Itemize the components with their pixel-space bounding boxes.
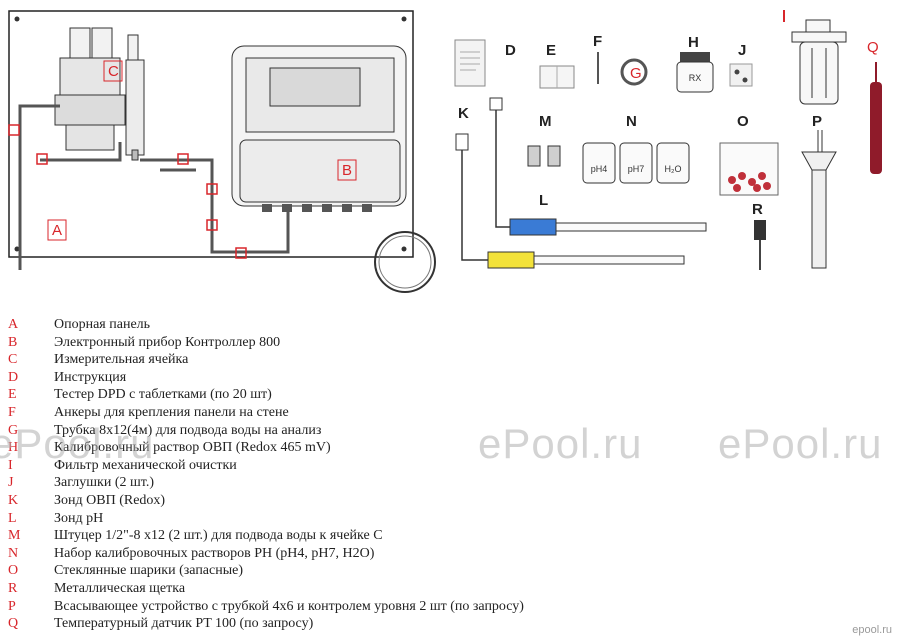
- metal-brush: [754, 220, 766, 270]
- legend-text: Металлическая щетка: [54, 580, 186, 596]
- legend-item: M Штуцер 1/2"-8 х12 (2 шт.) для подвода в…: [8, 527, 608, 545]
- fittings: [527, 145, 561, 167]
- legend-key: P: [8, 598, 16, 614]
- label-D: D: [505, 42, 516, 59]
- legend-text: Штуцер 1/2"-8 х12 (2 шт.) для подвода во…: [54, 528, 383, 544]
- label-C: C: [108, 63, 119, 80]
- svg-text:pH7: pH7: [628, 164, 645, 174]
- label-M: M: [539, 113, 552, 130]
- legend-text: Опорная панель: [54, 317, 151, 332]
- label-E: E: [546, 42, 556, 59]
- svg-text:H₂O: H₂O: [665, 164, 682, 174]
- legend-text: Инструкция: [54, 369, 127, 385]
- legend-key: R: [8, 580, 18, 596]
- legend-item: K Зонд ОВП (Redox): [8, 492, 608, 510]
- legend-item: I Фильтр механической очистки: [8, 457, 608, 475]
- suction-device: [801, 130, 837, 269]
- mechanical-filter: [791, 19, 847, 105]
- watermark: ePool.ru: [718, 420, 883, 467]
- legend-key: A: [8, 317, 19, 332]
- label-N: N: [626, 113, 637, 130]
- legend-text: Тестер DPD с таблетками (по 20 шт): [54, 387, 272, 403]
- legend-item: J Заглушки (2 шт.): [8, 474, 608, 492]
- legend-item: H Калибровочный раствор ОВП (Redox 465 mV…: [8, 439, 608, 457]
- legend-key: N: [8, 545, 19, 561]
- legend-key: D: [8, 369, 19, 385]
- label-L: L: [539, 192, 548, 209]
- legend-key: O: [8, 563, 19, 579]
- svg-text:pH4: pH4: [591, 164, 608, 174]
- label-Q: Q: [867, 39, 879, 56]
- legend-item: F Анкеры для крепления панели на стене: [8, 404, 608, 422]
- ph-probe: [489, 97, 707, 236]
- tube-coil: [374, 231, 436, 293]
- svg-text:RX: RX: [689, 73, 702, 83]
- legend-item: R Металлическая щетка: [8, 580, 608, 598]
- legend-key: K: [8, 492, 19, 508]
- legend-item: O Стеклянные шарики (запасные): [8, 562, 608, 580]
- label-O: O: [737, 113, 749, 130]
- legend-key: H: [8, 440, 19, 456]
- legend-text: Зонд pH: [54, 510, 104, 526]
- legend-item: N Набор калибровочных растворов PH (pH4, …: [8, 545, 608, 563]
- equipment-diagram: RX pH4 pH7 H₂O: [8, 10, 882, 293]
- legend-text: Трубка 8х12(4м) для подвода воды на анал…: [54, 422, 322, 438]
- caps: [729, 63, 753, 87]
- label-P: P: [812, 113, 822, 130]
- measurement-cell: [54, 27, 145, 161]
- legend-text: Калибровочный раствор ОВП (Redox 465 mV): [54, 440, 331, 456]
- label-R: R: [752, 201, 763, 218]
- legend-key: L: [8, 510, 17, 526]
- legend-item: B Электронный прибор Контроллер 800: [8, 334, 608, 352]
- legend-key: J: [8, 475, 14, 491]
- label-G: G: [630, 65, 642, 82]
- legend-key: F: [8, 404, 16, 420]
- legend-text: Измерительная ячейка: [54, 352, 189, 368]
- label-F: F: [593, 33, 602, 50]
- controller-800: [231, 45, 407, 212]
- legend-key: C: [8, 352, 18, 368]
- tube-roll: [620, 58, 648, 86]
- legend-item: L Зонд pH: [8, 510, 608, 528]
- legend-key: M: [8, 528, 21, 544]
- glass-beads: [719, 142, 779, 196]
- label-K: K: [458, 105, 469, 122]
- label-J: J: [738, 42, 746, 59]
- legend-key: B: [8, 334, 18, 350]
- legend-text: Стеклянные шарики (запасные): [54, 563, 244, 579]
- legend-text: Фильтр механической очистки: [54, 457, 237, 473]
- legend-key: Q: [8, 616, 19, 632]
- legend-text: Электронный прибор Контроллер 800: [54, 334, 281, 350]
- legend-key: E: [8, 387, 17, 403]
- redox-solution-jar: RX: [676, 52, 714, 93]
- legend-key: I: [8, 457, 13, 473]
- label-H: H: [688, 34, 699, 51]
- legend-text: Набор калибровочных растворов PH (pH4, p…: [54, 545, 375, 561]
- calibration-bottles: pH4 pH7 H₂O: [582, 142, 690, 184]
- legend-item: E Тестер DPD с таблетками (по 20 шт): [8, 386, 608, 404]
- legend-item: Q Температурный датчик PT 100 (по запросу…: [8, 615, 608, 633]
- legend-key: G: [8, 422, 19, 438]
- label-B: B: [342, 162, 352, 179]
- legend-item: D Инструкция: [8, 369, 608, 387]
- instruction-booklet: [454, 39, 486, 87]
- legend-item: A Опорная панель: [8, 316, 608, 334]
- redox-probe: [455, 133, 685, 269]
- legend-text: Температурный датчик PT 100 (по запросу): [54, 616, 314, 632]
- legend-item: G Трубка 8х12(4м) для подвода воды на ана…: [8, 422, 608, 440]
- temperature-sensor: [870, 82, 882, 174]
- legend-text: Всасывающее устройство с трубкой 4х6 и к…: [54, 598, 524, 614]
- label-A: A: [52, 222, 62, 239]
- legend-text: Зонд ОВП (Redox): [54, 492, 166, 508]
- legend-item: C Измерительная ячейка: [8, 351, 608, 369]
- legend-text: Заглушки (2 шт.): [54, 475, 154, 491]
- legend-item: P Всасывающее устройство с трубкой 4х6 и …: [8, 598, 608, 616]
- brand-logo: epool.ru: [852, 624, 892, 636]
- legend-text: Анкеры для крепления панели на стене: [54, 404, 289, 420]
